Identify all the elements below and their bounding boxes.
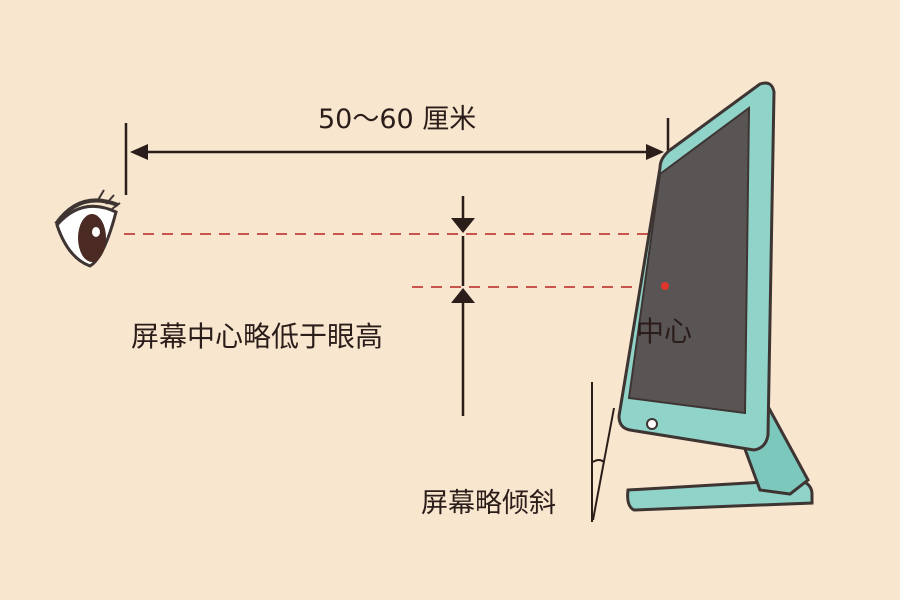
sight-lines xyxy=(124,233,660,288)
distance-label: 50～60 厘米 xyxy=(318,104,477,135)
center-label: 中心 xyxy=(636,315,693,348)
tilt-label: 屏幕略倾斜 xyxy=(421,488,556,519)
screen-center-dot xyxy=(661,282,669,290)
distance-arrow xyxy=(124,118,670,195)
monitor-icon xyxy=(617,81,814,512)
eye-height-label: 屏幕中心略低于眼高 xyxy=(131,320,384,353)
tilt-indicator xyxy=(591,382,615,522)
height-difference-marker xyxy=(451,196,475,416)
eye-icon xyxy=(54,189,121,268)
